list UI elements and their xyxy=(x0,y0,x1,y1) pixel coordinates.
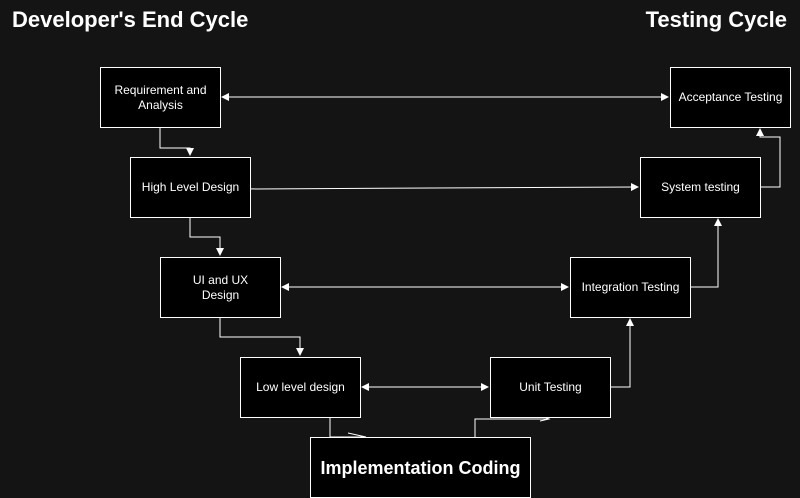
high-level-design-node: High Level Design xyxy=(130,157,251,218)
unit-testing-node: Unit Testing xyxy=(490,357,611,418)
implementation-coding-node: Implementation Coding xyxy=(310,437,531,498)
testing-cycle-title: Testing Cycle xyxy=(645,7,787,32)
arrow-integration-to-system xyxy=(690,218,722,288)
arrow-requirement-to-high-level xyxy=(159,127,194,156)
arrow-high-level-to-ui-ux xyxy=(189,217,224,256)
arrow-low-level-to-implementation xyxy=(329,417,366,438)
low-level-design-node: Low level design xyxy=(240,357,361,418)
acceptance-testing-node: Acceptance Testing xyxy=(670,67,791,128)
arrow-unit-to-integration xyxy=(610,318,634,388)
integration-testing-node: Integration Testing xyxy=(570,257,691,318)
ui-ux-design-node: UI and UX Design xyxy=(160,257,281,318)
developers-end-cycle-title: Developer's End Cycle xyxy=(12,7,249,32)
arrow-implementation-to-unit xyxy=(474,418,548,437)
arrow-ui-ux-to-low-level xyxy=(219,317,304,356)
system-testing-node: System testing xyxy=(640,157,761,218)
requirement-analysis-node: Requirement and Analysis xyxy=(100,67,221,128)
link-high-level-system xyxy=(241,183,639,193)
arrow-system-to-acceptance xyxy=(756,128,781,188)
